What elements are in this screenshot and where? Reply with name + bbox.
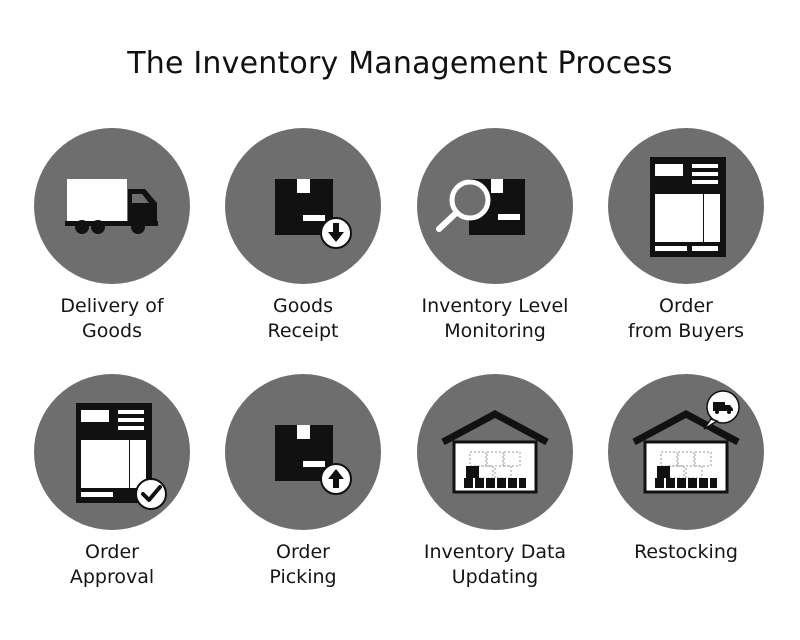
- step-circle: [417, 128, 573, 284]
- delivery-truck-icon: [65, 179, 158, 234]
- step-label: Restocking: [634, 541, 738, 563]
- step-label: Order from Buyers: [628, 295, 744, 342]
- box-up-arrow-icon: [275, 425, 352, 495]
- box-down-arrow-icon: [275, 179, 352, 249]
- order-document-icon: [650, 157, 726, 257]
- page-title: The Inventory Management Process: [127, 46, 673, 81]
- step-circle: [608, 128, 764, 284]
- warehouse-truck-icon: [632, 390, 740, 494]
- step-circle: [34, 374, 190, 530]
- document-checkmark-icon: [76, 403, 167, 510]
- step-circle: [417, 374, 573, 530]
- warehouse-icon: [441, 410, 549, 494]
- step-label: Delivery of Goods: [60, 295, 164, 342]
- step-circle: [34, 128, 190, 284]
- step-label: Goods Receipt: [267, 295, 339, 342]
- step-label: Inventory Data Updating: [423, 541, 567, 588]
- magnifier-box-icon: [436, 179, 525, 235]
- step-label: Order Picking: [269, 541, 337, 588]
- step-label: Order Approval: [69, 541, 155, 588]
- step-circle: [225, 128, 381, 284]
- step-circle: [608, 374, 764, 530]
- step-circle: [225, 374, 381, 530]
- step-label: Inventory Level Monitoring: [421, 295, 569, 342]
